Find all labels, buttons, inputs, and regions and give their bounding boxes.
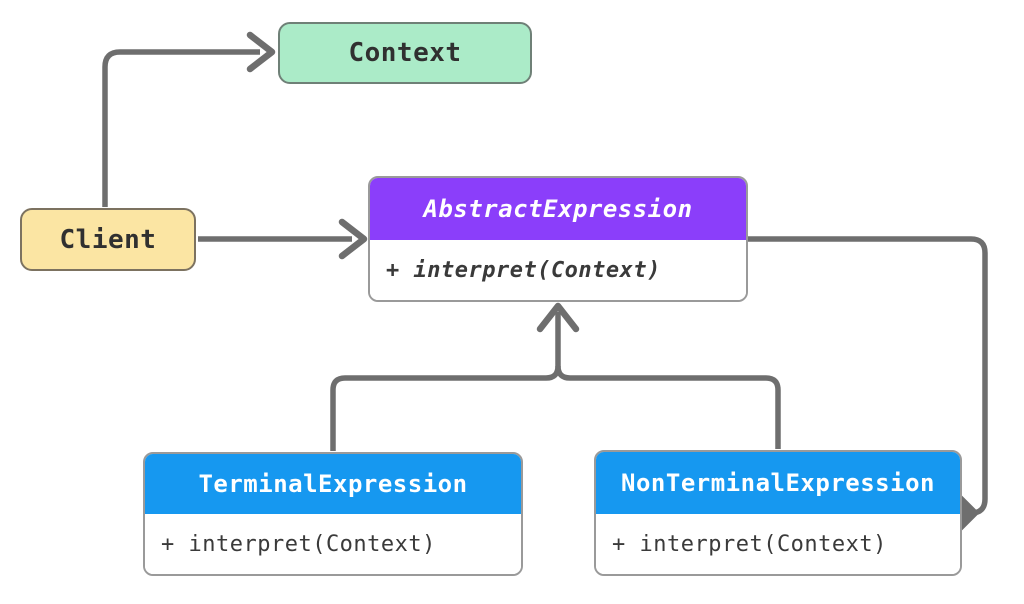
client-to-context-arrowhead-icon: [246, 31, 276, 73]
inheritance-open-arrowhead-icon: [536, 302, 580, 333]
nonterminal-expression-node: NonTerminalExpression + interpret(Contex…: [594, 450, 962, 576]
abstract-expression-title: AbstractExpression: [423, 195, 693, 223]
terminal-inheritance-connector: [330, 312, 561, 451]
nonterminal-inheritance-connector: [555, 365, 781, 449]
terminal-expression-header: TerminalExpression: [145, 454, 521, 514]
client-node: Client: [20, 208, 196, 271]
nonterminal-expression-header: NonTerminalExpression: [596, 452, 960, 514]
abstract-expression-node: AbstractExpression + interpret(Context): [368, 176, 748, 302]
terminal-expression-body: + interpret(Context): [145, 514, 521, 574]
client-to-abstract-arrowhead-icon: [338, 218, 368, 260]
abstract-expression-header: AbstractExpression: [370, 178, 746, 240]
nonterminal-expression-method: + interpret(Context): [612, 531, 887, 557]
nonterminal-expression-title: NonTerminalExpression: [621, 469, 935, 497]
abstract-expression-method: + interpret(Context): [386, 257, 661, 283]
client-label: Client: [59, 224, 157, 255]
context-label: Context: [348, 38, 462, 68]
terminal-expression-method: + interpret(Context): [161, 531, 436, 557]
terminal-expression-node: TerminalExpression + interpret(Context): [143, 452, 523, 576]
context-node: Context: [278, 22, 532, 84]
abstract-expression-body: + interpret(Context): [370, 240, 746, 300]
client-to-context-connector: [102, 49, 260, 207]
nonterminal-expression-body: + interpret(Context): [596, 514, 960, 574]
terminal-expression-title: TerminalExpression: [198, 470, 468, 498]
